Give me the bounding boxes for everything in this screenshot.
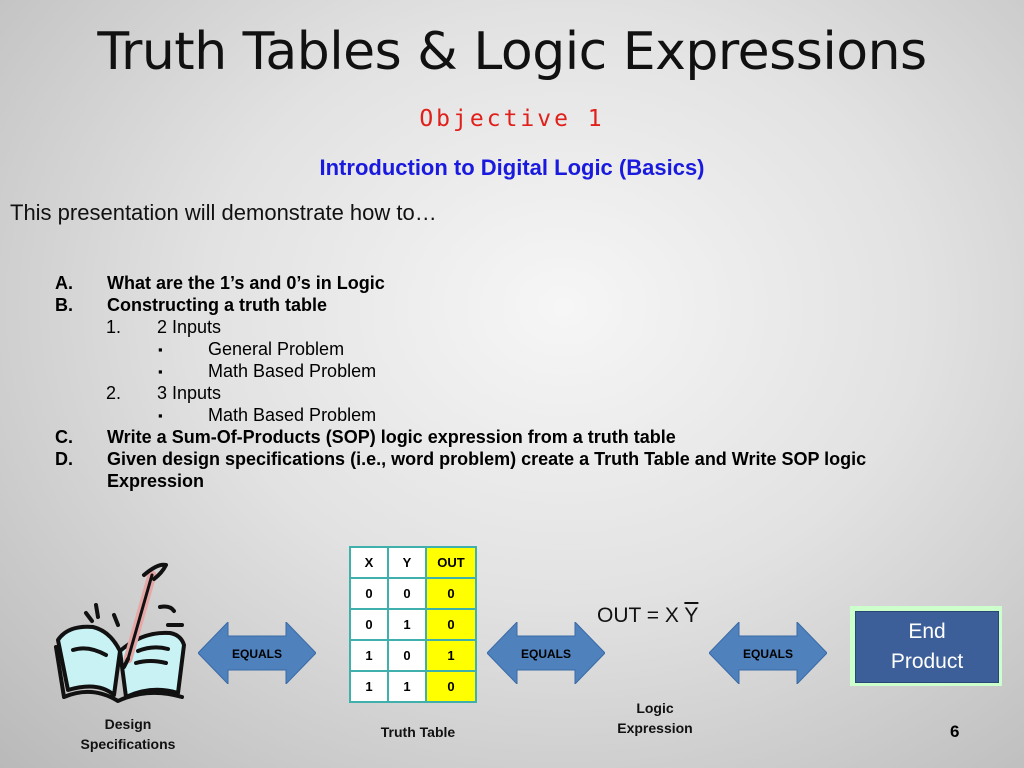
- bullet-icon: ▪: [158, 342, 163, 357]
- equals-label: EQUALS: [743, 647, 793, 661]
- table-header-row: X Y OUT: [349, 546, 477, 579]
- objective-label: Objective 1: [419, 106, 605, 132]
- bullet-icon: ▪: [158, 408, 163, 423]
- header-y: Y: [387, 546, 427, 579]
- page-number: 6: [950, 722, 960, 741]
- equals-label: EQUALS: [232, 647, 282, 661]
- truth-table: X Y OUT 0 0 0 0 1 0 1 0 1 1 1 0: [349, 546, 477, 703]
- equals-arrow-2: EQUALS: [487, 622, 605, 684]
- table-row: 1 1 0: [349, 670, 477, 703]
- equals-label: EQUALS: [521, 647, 571, 661]
- equals-arrow-3: EQUALS: [709, 622, 827, 684]
- table-row: 0 1 0: [349, 608, 477, 641]
- header-out: OUT: [425, 546, 477, 579]
- table-row: 0 0 0: [349, 577, 477, 610]
- logic-expression-caption: Logic Expression: [617, 700, 693, 736]
- equals-arrow-1: EQUALS: [198, 622, 316, 684]
- logic-expression: OUT = X Y: [597, 604, 699, 627]
- design-specifications-icon: [54, 562, 186, 703]
- intro-text: This presentation will demonstrate how t…: [10, 200, 437, 225]
- bullet-icon: ▪: [158, 364, 163, 379]
- slide-title: Truth Tables & Logic Expressions: [97, 22, 927, 82]
- header-x: X: [349, 546, 389, 579]
- end-product-box: End Product: [850, 606, 1002, 686]
- table-row: 1 0 1: [349, 639, 477, 672]
- truth-table-caption: Truth Table: [380, 724, 456, 740]
- design-specifications-caption: Design Specifications: [80, 716, 176, 752]
- slide-subtitle: Introduction to Digital Logic (Basics): [319, 155, 705, 180]
